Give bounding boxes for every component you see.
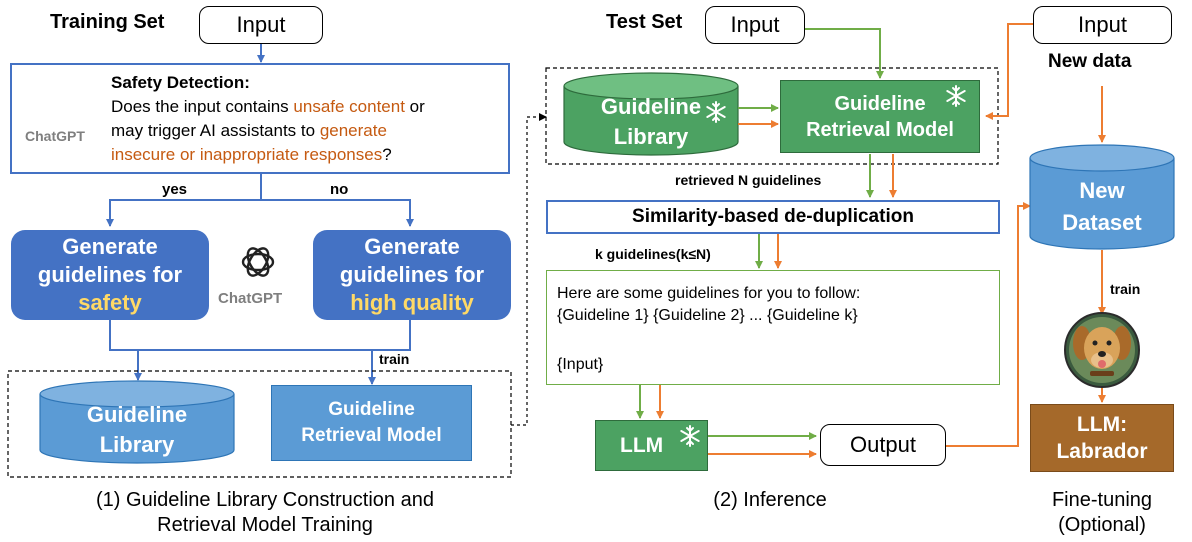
safety-line-3: insecure or inappropriate responses? [111, 145, 392, 164]
generate-safety-box: Generate guidelines for safety [11, 230, 209, 320]
labrador-dog-icon [1064, 312, 1140, 388]
arrow-new-input-to-retrieval [985, 23, 1033, 120]
prompt-line-2: {Guideline 1} {Guideline 2} ... {Guideli… [557, 307, 858, 324]
arrow-no [261, 199, 414, 227]
arrow-output-to-dataset [946, 202, 1031, 447]
left-retrieval-model-box: Guideline Retrieval Model [271, 385, 472, 461]
new-dataset-cylinder [1029, 144, 1175, 250]
safety-line-1: Does the input contains unsafe content o… [111, 97, 425, 116]
caption-left: (1) Guideline Library Construction and R… [96, 489, 434, 536]
new-data-label: New data [1048, 51, 1132, 72]
transfer-dashed-arrow [511, 113, 547, 426]
test-set-label: Test Set [606, 11, 683, 33]
labrador-box: LLM: Labrador [1030, 404, 1174, 472]
generate-quality-box: Generate guidelines for high quality [313, 230, 511, 320]
mid-library-label-1: Guideline [601, 94, 701, 119]
retrieved-n-label: retrieved N guidelines [675, 172, 822, 188]
prompt-line-1: Here are some guidelines for you to foll… [557, 285, 861, 302]
train-label-right: train [1110, 281, 1141, 297]
output-box: Output [820, 424, 946, 466]
training-set-label: Training Set [50, 11, 165, 33]
left-library-label-2: Library [100, 432, 175, 457]
training-input-box: Input [199, 6, 323, 44]
safety-detection-title: Safety Detection: [111, 73, 250, 92]
mid-guideline-library-cylinder [563, 72, 739, 156]
train-label-left: train [379, 351, 410, 367]
training-output-region [7, 370, 512, 478]
mid-retrieval-model-box: Guideline Retrieval Model [780, 80, 980, 153]
arrow-yes [106, 174, 262, 227]
test-input-box: Input [705, 6, 805, 44]
left-library-label-1: Guideline [87, 402, 187, 427]
k-guidelines-label: k guidelines(k≤N) [595, 246, 711, 262]
dedup-box: Similarity-based de-duplication [546, 200, 1000, 234]
new-input-box: Input [1033, 6, 1172, 44]
caption-middle: (2) Inference [713, 489, 827, 511]
yes-label: yes [162, 181, 188, 198]
arrow-input-to-retrieval [804, 28, 884, 79]
prompt-template-box [546, 270, 1000, 385]
chatgpt-label: ChatGPT [25, 128, 85, 144]
chatgpt-logo-mid-icon [241, 247, 275, 277]
llm-box: LLM [595, 420, 708, 471]
merge-line [109, 320, 411, 351]
dataset-label-2: Dataset [1062, 210, 1142, 235]
mid-library-label-2: Library [614, 124, 689, 149]
no-label: no [330, 181, 349, 198]
caption-right: Fine-tuning (Optional) [1051, 489, 1153, 536]
chatgpt-mid-label: ChatGPT [218, 290, 283, 307]
dataset-label-1: New [1079, 178, 1125, 203]
prompt-line-3: {Input} [557, 356, 604, 373]
safety-detection-box [10, 63, 510, 174]
left-guideline-library-cylinder [39, 380, 235, 464]
safety-line-2: may trigger AI assistants to generate [111, 121, 387, 140]
